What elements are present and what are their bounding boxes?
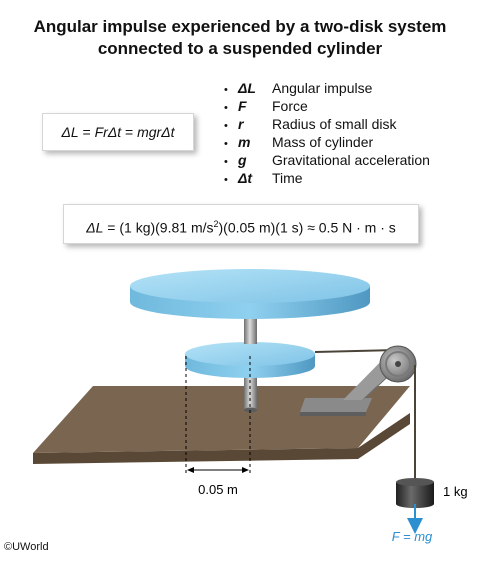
legend-symbol: g <box>238 152 247 168</box>
radius-arrow-right <box>242 467 249 473</box>
legend-description: Force <box>272 98 308 114</box>
formula-r: r <box>103 124 108 140</box>
copyright-footer: ©UWorld <box>4 541 49 553</box>
legend-description: Radius of small disk <box>272 116 397 132</box>
formula-dt-1: Δt <box>107 124 122 140</box>
cylinder-top <box>396 478 434 486</box>
formula-mgr: mgr <box>137 124 162 140</box>
mass-label: 1 kg <box>443 484 468 499</box>
pulley-groove <box>385 351 411 377</box>
legend-symbol: m <box>238 134 251 150</box>
mount-base-side <box>300 412 366 416</box>
legend-symbol: F <box>238 98 247 114</box>
legend-description: Time <box>272 170 303 186</box>
formula-delta-l: ΔL <box>61 124 79 140</box>
large-disk-top <box>130 269 370 303</box>
calc-rhs-b: )(0.05 m)(1 s) ≈ 0.5 N · m · s <box>218 219 396 236</box>
title-line-1: Angular impulse experienced by a two-dis… <box>33 17 447 36</box>
small-disk-top <box>185 342 315 366</box>
pulley-axle <box>395 361 401 367</box>
calc-delta-l: ΔL <box>86 219 104 236</box>
cylinder-body <box>396 482 434 508</box>
formula-box: ΔL = FrΔt = mgrΔt <box>42 113 194 151</box>
calc-rhs-a: = (1 kg)(9.81 m/s <box>103 219 214 236</box>
legend-symbol: Δt <box>238 170 253 186</box>
calc-exponent: 2 <box>213 219 219 229</box>
legend-description: Mass of cylinder <box>272 134 374 150</box>
mount-base <box>300 398 372 412</box>
formula-equals-1: = <box>78 124 95 140</box>
radius-arrow-left <box>187 467 194 473</box>
title-line-2: connected to a suspended cylinder <box>97 39 383 58</box>
radius-label: 0.05 m <box>198 482 238 497</box>
legend-symbol: r <box>238 116 244 132</box>
diagram-title: Angular impulse experienced by a two-dis… <box>0 16 480 60</box>
string-horizontal <box>314 349 397 353</box>
table-side <box>33 413 410 464</box>
formula-equals-2: = <box>121 124 138 140</box>
legend-symbol: ΔL <box>238 80 256 96</box>
force-label: F = mg <box>392 529 433 544</box>
calculation-box: ΔL = (1 kg)(9.81 m/s2)(0.05 m)(1 s) ≈ 0.… <box>63 204 419 244</box>
formula-f: F <box>94 124 104 140</box>
legend-description: Angular impulse <box>272 80 373 96</box>
legend-description: Gravitational acceleration <box>272 152 430 168</box>
formula-dt-2: Δt <box>161 124 175 140</box>
